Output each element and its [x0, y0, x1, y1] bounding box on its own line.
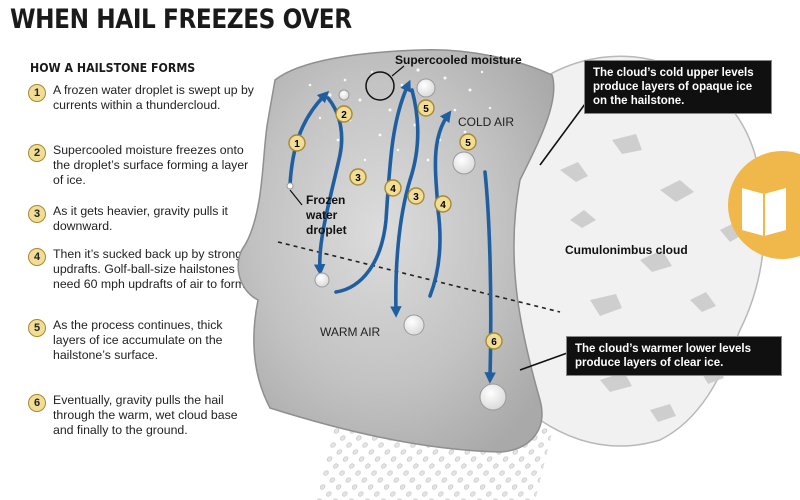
hailstone-medium	[416, 78, 436, 98]
freezing-level-line	[277, 241, 561, 313]
step-2: 2 Supercooled moisture freezes onto the …	[28, 143, 258, 187]
book-icon[interactable]	[728, 150, 800, 260]
step-3: 3 As it gets heavier, gravity pulls it d…	[28, 204, 258, 234]
svg-text:6: 6	[491, 337, 497, 348]
step-4: 4 Then it’s sucked back up by strong upd…	[28, 247, 258, 291]
hailstone-largest	[479, 383, 507, 411]
droplet-label-line-1: Frozen	[306, 193, 345, 207]
hailstones	[286, 78, 507, 411]
section-subtitle: HOW A HAILSTONE FORMS	[30, 60, 196, 75]
svg-text:1: 1	[294, 139, 300, 150]
droplet-label-line-3: droplet	[306, 223, 347, 237]
cumulonimbus-label: Cumulonimbus cloud	[565, 243, 688, 257]
step-5: 5 As the process continues, thick layers…	[28, 318, 258, 362]
svg-text:2: 2	[341, 110, 347, 121]
marker-5a: 5	[417, 99, 435, 117]
step-4-text: Then it’s sucked back up by strong updra…	[53, 247, 249, 291]
step-3-badge: 3	[28, 205, 46, 223]
step-1-badge: 1	[28, 84, 46, 102]
droplet-label-line-2: water	[305, 208, 338, 222]
step-6-badge: 6	[28, 394, 46, 412]
step-1-text: A frozen water droplet is swept up by cu…	[53, 83, 254, 112]
svg-text:4: 4	[390, 184, 396, 195]
hailstone-large	[452, 151, 476, 175]
svg-text:3: 3	[355, 173, 361, 184]
marker-6: 6	[485, 332, 503, 350]
marker-4a: 4	[384, 179, 402, 197]
hailstone-small-2	[314, 272, 330, 288]
svg-text:5: 5	[465, 138, 471, 149]
downdraft-arrow-3	[483, 170, 496, 384]
step-5-text: As the process continues, thick layers o…	[53, 318, 223, 362]
step-6-text: Eventually, gravity pulls the hail throu…	[53, 393, 238, 437]
frozen-droplet	[286, 182, 294, 190]
supercooled-highlight-ring	[365, 71, 395, 101]
step-1: 1 A frozen water droplet is swept up by …	[28, 83, 258, 113]
step-5-badge: 5	[28, 319, 46, 337]
step-6: 6 Eventually, gravity pulls the hail thr…	[28, 393, 258, 437]
diagram-markers: 1 2 3 4 3 4 5 5 6	[288, 99, 503, 350]
downdraft-arrow-2	[390, 88, 420, 318]
marker-3b: 3	[407, 187, 425, 205]
marker-3a: 3	[349, 168, 367, 186]
marker-4b: 4	[434, 195, 452, 213]
hailstone-medium-2	[403, 314, 425, 336]
svg-text:3: 3	[413, 192, 419, 203]
callout-lower-pointer	[519, 351, 571, 371]
droplet-leader	[289, 189, 303, 206]
marker-1: 1	[288, 134, 306, 152]
updraft-arrow-2	[334, 79, 411, 294]
supercooled-moisture-label: Supercooled moisture	[395, 53, 522, 67]
callout-upper: The cloud’s cold upper levels produce la…	[584, 60, 772, 114]
svg-text:5: 5	[423, 104, 429, 115]
cold-air-label: COLD AIR	[458, 115, 514, 129]
page-title: WHEN HAIL FREEZES OVER	[10, 4, 352, 35]
supercooled-leader	[391, 65, 405, 77]
warm-air-label: WARM AIR	[320, 325, 381, 339]
marker-5b: 5	[459, 133, 477, 151]
marker-2: 2	[335, 105, 353, 123]
cloud-texture	[560, 134, 744, 422]
callout-upper-pointer	[539, 99, 589, 166]
svg-text:4: 4	[440, 200, 446, 211]
step-2-text: Supercooled moisture freezes onto the dr…	[53, 143, 249, 187]
hailstone-small	[338, 89, 350, 101]
step-4-badge: 4	[28, 248, 46, 266]
callout-lower: The cloud’s warmer lower levels produce …	[566, 336, 782, 376]
step-2-badge: 2	[28, 144, 46, 162]
step-3-text: As it gets heavier, gravity pulls it dow…	[53, 204, 228, 233]
